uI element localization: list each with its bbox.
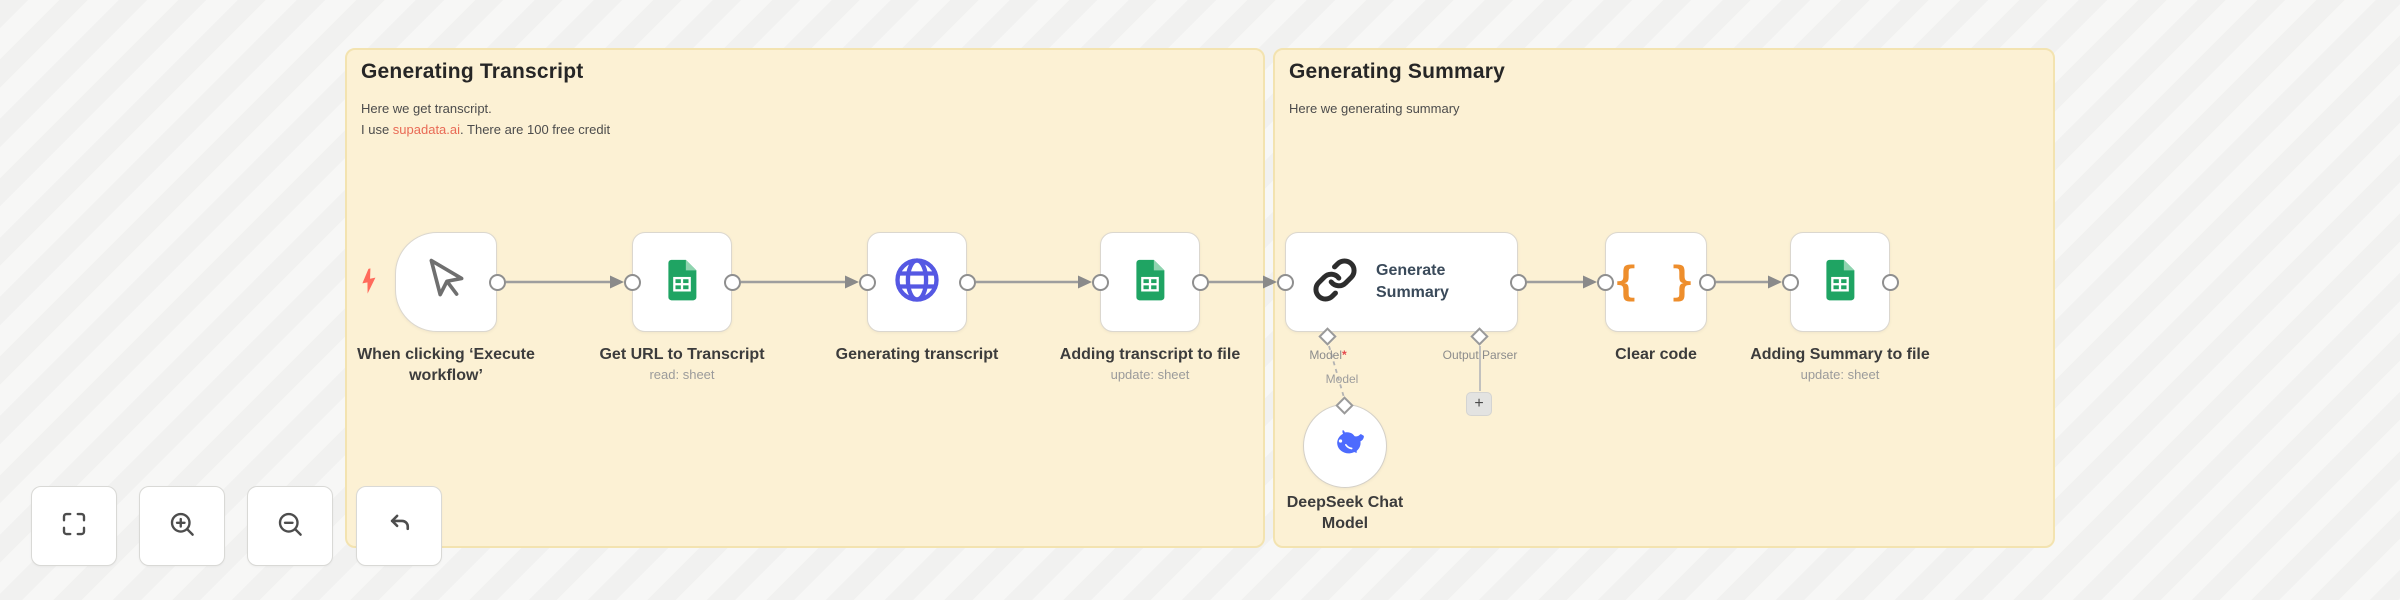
node-deepseek-chat-model[interactable] xyxy=(1303,404,1387,488)
zoom-in-button[interactable] xyxy=(139,486,225,566)
deepseek-whale-icon xyxy=(1325,424,1365,469)
group-description: Here we generating summary xyxy=(1289,101,1460,116)
model-port-label: Model* xyxy=(1258,348,1398,362)
node-generate-summary[interactable]: Generate Summary xyxy=(1285,232,1518,332)
node-clear-code[interactable]: { } xyxy=(1605,232,1707,332)
model-port-text: Model xyxy=(1309,348,1342,362)
node-label: Clear code xyxy=(1615,346,1697,363)
node-generating-transcript[interactable] xyxy=(867,232,967,332)
zoom-in-icon xyxy=(167,509,197,544)
zoom-out-button[interactable] xyxy=(247,486,333,566)
desc-line2-prefix: I use xyxy=(361,122,393,137)
chain-link-icon xyxy=(1312,257,1358,308)
model-wire-label: Model xyxy=(1325,372,1359,386)
node-label: Generating transcript xyxy=(835,346,999,363)
node-label: Get URL to Transcript xyxy=(599,346,765,363)
node-label: When clicking ‘Execute workflow’ xyxy=(357,346,535,384)
output-port[interactable] xyxy=(723,273,741,291)
output-port[interactable] xyxy=(1881,273,1899,291)
input-port[interactable] xyxy=(1091,273,1109,291)
node-label: Adding transcript to file xyxy=(1059,346,1241,363)
add-output-parser-button[interactable]: + xyxy=(1466,392,1492,416)
curly-braces-icon: { } xyxy=(1613,259,1699,305)
group-title: Generating Summary xyxy=(1289,60,1505,83)
input-port[interactable] xyxy=(1781,273,1799,291)
node-adding-transcript-to-file[interactable] xyxy=(1100,232,1200,332)
input-port[interactable] xyxy=(858,273,876,291)
node-when-clicking-execute-workflow[interactable] xyxy=(395,232,497,332)
group-title: Generating Transcript xyxy=(361,60,584,83)
input-port[interactable] xyxy=(623,273,641,291)
node-get-url-to-transcript[interactable] xyxy=(632,232,732,332)
group-description: Here we get transcript. I use supadata.a… xyxy=(361,98,610,140)
node-label: DeepSeek Chat Model xyxy=(1286,494,1404,532)
undo-button[interactable] xyxy=(356,486,442,566)
output-port[interactable] xyxy=(958,273,976,291)
node-inner-label: Generate Summary xyxy=(1376,262,1449,301)
node-sublabel: read: sheet xyxy=(649,367,715,382)
execute-bolt-icon xyxy=(358,268,380,299)
output-port[interactable] xyxy=(488,273,506,291)
output-port[interactable] xyxy=(1509,273,1527,291)
fit-view-button[interactable] xyxy=(31,486,117,566)
google-sheets-icon xyxy=(659,257,705,308)
required-marker: * xyxy=(1342,348,1347,362)
node-sublabel: update: sheet xyxy=(1800,367,1880,382)
fit-view-icon xyxy=(59,509,89,544)
supadata-link[interactable]: supadata.ai xyxy=(392,122,461,137)
input-port[interactable] xyxy=(1596,273,1614,291)
zoom-out-icon xyxy=(275,509,305,544)
globe-icon xyxy=(891,254,943,311)
google-sheets-icon xyxy=(1817,257,1863,308)
undo-icon xyxy=(384,509,414,544)
google-sheets-icon xyxy=(1127,257,1173,308)
desc-line2-suffix: . There are 100 free credit xyxy=(460,122,611,137)
node-adding-summary-to-file[interactable] xyxy=(1790,232,1890,332)
desc-line1: Here we get transcript. xyxy=(361,101,492,116)
output-port[interactable] xyxy=(1191,273,1209,291)
input-port[interactable] xyxy=(1276,273,1294,291)
output-port[interactable] xyxy=(1698,273,1716,291)
node-label: Adding Summary to file xyxy=(1750,346,1930,363)
mouse-pointer-icon xyxy=(423,257,469,308)
output-parser-port-label: Output Parser xyxy=(1442,348,1518,362)
node-sublabel: update: sheet xyxy=(1110,367,1190,382)
